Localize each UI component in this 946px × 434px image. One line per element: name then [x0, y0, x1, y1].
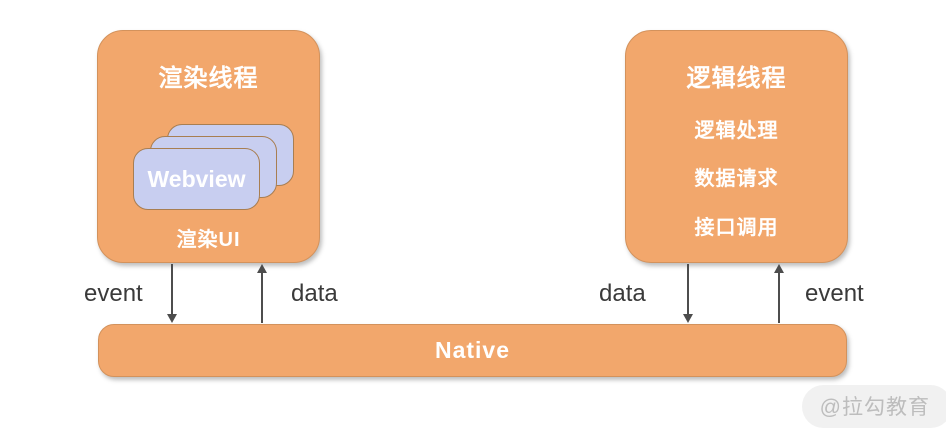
render-ui-label: 渲染UI [176, 229, 241, 251]
render-thread-title: 渲染线程 [158, 65, 259, 92]
flow-label-data-right: data [599, 280, 646, 307]
flow-label-data-left: data [291, 280, 338, 307]
arrow-line [778, 272, 780, 323]
arrow-line [171, 264, 173, 315]
arrow-head-icon [167, 314, 177, 323]
webview-card-front: Webview [133, 148, 260, 210]
arrow-head-icon [683, 314, 693, 323]
arrow-data-down-icon [682, 264, 694, 323]
native-bar: Native [98, 324, 847, 377]
flow-label-event-right: event [805, 280, 864, 307]
arrow-head-icon [774, 264, 784, 273]
webview-label: Webview [147, 165, 246, 192]
logic-item-api-call: 接口调用 [694, 217, 779, 239]
logic-thread-box: 逻辑线程 逻辑处理 数据请求 接口调用 [625, 30, 848, 263]
arrow-event-up-icon [773, 264, 785, 323]
logic-item-data-request: 数据请求 [694, 168, 779, 190]
native-label: Native [434, 337, 511, 363]
arrow-line [687, 264, 689, 315]
flow-label-event-left: event [84, 280, 143, 307]
render-thread-box: 渲染线程 Webview 渲染UI [97, 30, 320, 263]
logic-item-processing: 逻辑处理 [694, 120, 779, 142]
arrow-head-icon [257, 264, 267, 273]
arrow-line [261, 272, 263, 323]
logic-thread-title: 逻辑线程 [686, 65, 787, 92]
arrow-event-down-icon [166, 264, 178, 323]
arrow-data-up-icon [256, 264, 268, 323]
watermark-badge: @拉勾教育 [801, 385, 946, 428]
